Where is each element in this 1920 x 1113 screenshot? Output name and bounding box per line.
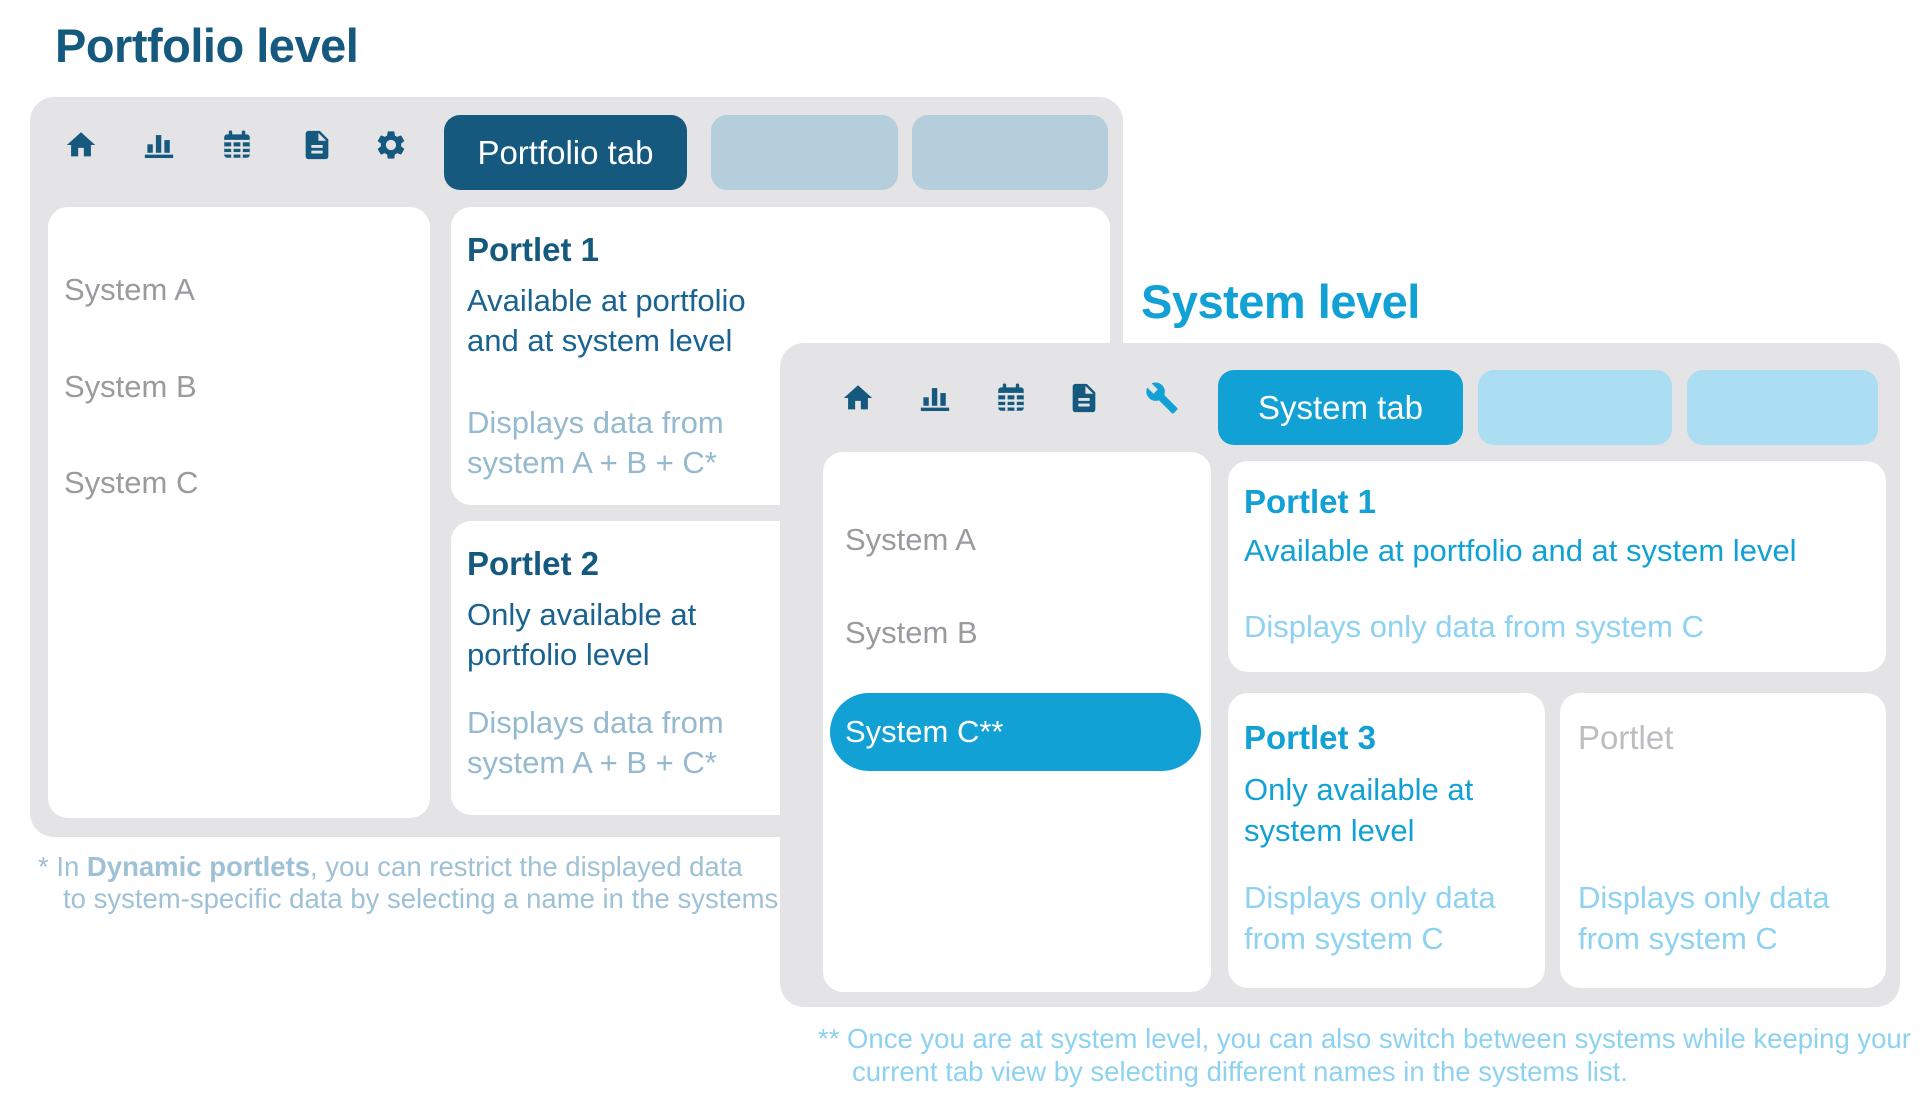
portlet-2-data-note: Displays data from system A + B + C* xyxy=(467,705,724,780)
portfolio-footnote-line1: * In Dynamic portlets, you can restrict … xyxy=(38,851,743,882)
portlet-placeholder-title: Portlet xyxy=(1578,719,1674,756)
calendar-icon[interactable] xyxy=(220,128,254,167)
system-level-heading: System level xyxy=(1141,275,1420,328)
footnote-bold-term: Dynamic portlets xyxy=(86,851,311,882)
portlet-1-data-note: Displays only data from system C xyxy=(1244,609,1704,644)
system-footnote: ** Once you are at system level, you can… xyxy=(818,1022,1911,1088)
tab-system[interactable]: System tab xyxy=(1218,370,1463,445)
sidebar-item-system-a[interactable]: System A xyxy=(845,522,976,557)
portlet-2-title: Portlet 2 xyxy=(467,545,600,582)
portfolio-footnote: * In Dynamic portlets, you can restrict … xyxy=(38,851,827,914)
portfolio-level-heading: Portfolio level xyxy=(55,19,359,72)
sidebar-item-system-c[interactable]: System C xyxy=(64,465,199,500)
portlet-3-card: Portlet 3 Only available at system level… xyxy=(1228,693,1545,988)
tab-placeholder-1[interactable] xyxy=(1478,370,1672,445)
systems-list: System A System B System C** xyxy=(823,452,1211,992)
bar-chart-icon[interactable] xyxy=(142,128,176,167)
portlet-placeholder-card: Portlet Displays only data from system C xyxy=(1560,693,1886,988)
systems-list: System A System B System C xyxy=(48,207,430,818)
sidebar-item-system-c-selected[interactable]: System C** xyxy=(830,693,1201,771)
gear-icon[interactable] xyxy=(374,128,408,167)
portlet-1-card: Portlet 1 Available at portfolio and at … xyxy=(1228,461,1886,672)
tab-placeholder-2[interactable] xyxy=(1687,370,1878,445)
bar-chart-icon[interactable] xyxy=(918,381,952,420)
wrench-icon[interactable] xyxy=(1145,381,1179,420)
portlet-2-body: Only available at portfolio level xyxy=(467,597,697,672)
portlet-3-body: Only available at system level xyxy=(1244,772,1474,848)
calendar-icon[interactable] xyxy=(994,381,1028,420)
tab-portfolio[interactable]: Portfolio tab xyxy=(444,115,687,190)
document-icon[interactable] xyxy=(1067,381,1101,420)
home-icon[interactable] xyxy=(841,381,875,420)
document-icon[interactable] xyxy=(300,128,334,167)
sidebar-item-system-b[interactable]: System B xyxy=(845,615,978,650)
tab-placeholder-1[interactable] xyxy=(711,115,898,190)
selected-system-label: System C** xyxy=(845,714,1004,749)
sidebar-item-system-b[interactable]: System B xyxy=(64,369,197,404)
system-footnote-line2: current tab view by selecting different … xyxy=(852,1056,1628,1087)
portlet-3-title: Portlet 3 xyxy=(1244,719,1377,756)
tab-system-label: System tab xyxy=(1257,388,1424,426)
tab-portfolio-label: Portfolio tab xyxy=(477,133,654,171)
tab-placeholder-2[interactable] xyxy=(912,115,1108,190)
portlet-3-data-note: Displays only data from system C xyxy=(1244,880,1496,956)
portlet-1-title: Portlet 1 xyxy=(467,231,600,268)
portlet-placeholder-data-note: Displays only data from system C xyxy=(1578,880,1830,956)
home-icon[interactable] xyxy=(64,128,98,167)
portlet-1-title: Portlet 1 xyxy=(1244,483,1377,520)
portlet-1-body: Available at portfolio and at system lev… xyxy=(1244,533,1797,568)
portlet-1-data-note: Displays data from system A + B + C* xyxy=(467,405,724,480)
portlet-1-body: Available at portfolio and at system lev… xyxy=(467,283,746,358)
portfolio-footnote-line2: to system-specific data by selecting a n… xyxy=(63,882,828,914)
system-footnote-line1: ** Once you are at system level, you can… xyxy=(818,1023,1911,1054)
sidebar-item-system-a[interactable]: System A xyxy=(64,272,195,307)
system-panel: System tab System A System B System C** … xyxy=(780,343,1900,1007)
